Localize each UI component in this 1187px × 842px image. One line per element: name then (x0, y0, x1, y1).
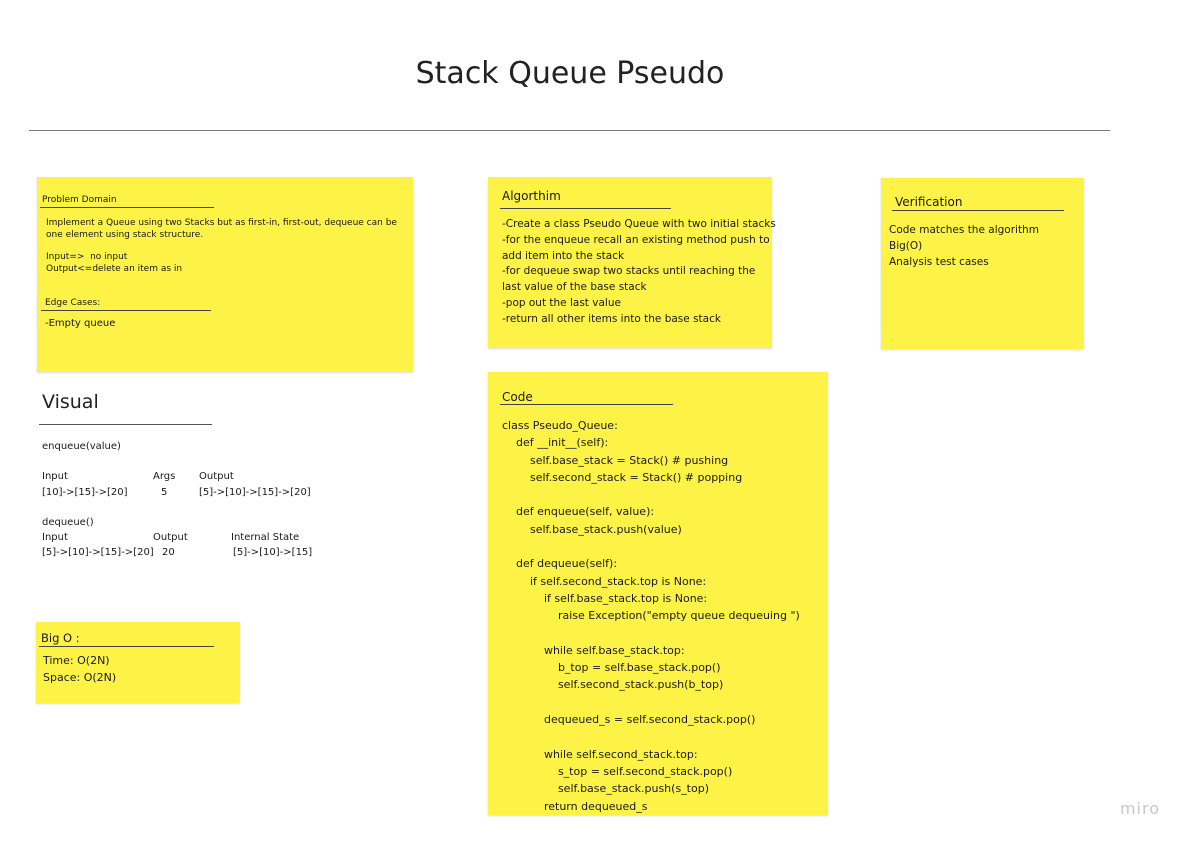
board-title: Stack Queue Pseudo (415, 56, 725, 91)
problem-domain-description: Implement a Queue using two Stacks but a… (46, 218, 397, 240)
problem-domain-header: Problem Domain (42, 195, 117, 205)
miro-watermark: miro (1119, 799, 1160, 818)
enqueue-col-output: Output (199, 471, 234, 482)
big-o-space: Space: O(2N) (43, 671, 117, 684)
big-o-underline (39, 646, 214, 647)
dequeue-title: dequeue() (42, 517, 94, 528)
problem-domain-underline (40, 207, 214, 208)
dequeue-val-input: [5]->[10]->[15]->[20] (42, 547, 154, 558)
dequeue-col-input: Input (42, 532, 68, 543)
code-listing: class Pseudo_Queue: def __init__(self): … (502, 419, 800, 813)
edge-cases-underline (41, 310, 211, 311)
algorithm-header: Algorthim (502, 189, 561, 203)
problem-domain-io: Input=> no input Output<=delete an item … (46, 252, 183, 274)
problem-domain-note[interactable]: Problem Domain Implement a Queue using t… (37, 177, 413, 372)
dequeue-val-output: 20 (162, 547, 175, 558)
big-o-note[interactable]: Big O : Time: O(2N) Space: O(2N) (36, 622, 240, 703)
algorithm-note[interactable]: Algorthim -Create a class Pseudo Queue w… (488, 177, 776, 348)
verification-note[interactable]: Verification Code matches the algorithm … (881, 178, 1084, 349)
algorithm-steps: -Create a class Pseudo Queue with two in… (502, 218, 776, 325)
enqueue-col-args: Args (153, 471, 176, 482)
code-header: Code (502, 390, 533, 404)
big-o-header: Big O : (41, 631, 80, 645)
enqueue-title: enqueue(value) (42, 441, 121, 452)
enqueue-val-output: [5]->[10]->[15]->[20] (199, 487, 311, 498)
visual-underline (39, 424, 212, 425)
big-o-time: Time: O(2N) (43, 654, 110, 667)
edge-cases-header: Edge Cases: (45, 298, 101, 308)
visual-header: Visual (42, 391, 99, 413)
enqueue-val-args: 5 (161, 487, 168, 498)
dequeue-col-output: Output (153, 532, 188, 543)
verification-header: Verification (895, 195, 963, 209)
dequeue-col-internal-state: Internal State (231, 532, 300, 543)
code-underline (500, 404, 673, 405)
dequeue-val-internal-state: [5]->[10]->[15] (233, 547, 313, 558)
enqueue-col-input: Input (42, 471, 68, 482)
verification-underline (892, 210, 1064, 211)
edge-cases-text: -Empty queue (45, 318, 116, 329)
verification-items: Code matches the algorithm Big(O) Analys… (889, 224, 1039, 268)
enqueue-val-input: [10]->[15]->[20] (42, 487, 128, 498)
code-note[interactable]: Code class Pseudo_Queue: def __init__(se… (488, 372, 828, 815)
title-divider (29, 130, 1110, 131)
algorithm-underline (500, 208, 671, 209)
